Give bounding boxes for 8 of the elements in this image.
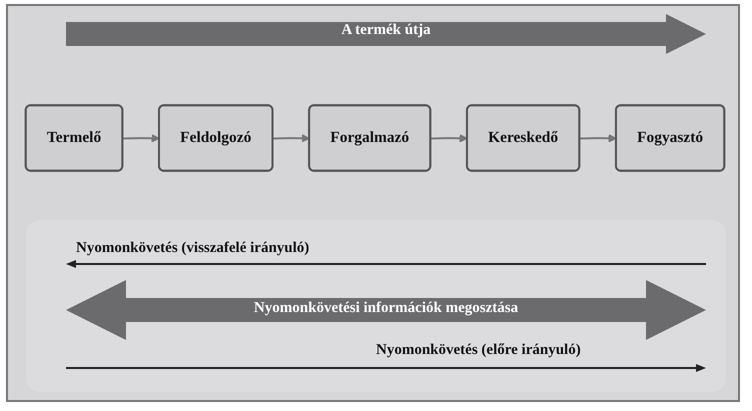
arrow-caption: Nyomonkövetés (előre irányuló) [376,342,581,359]
arrow [122,134,160,143]
arrow-label: A termék útja [341,22,431,39]
arrow [580,134,617,143]
arrow-label: Nyomonkövetési információk megosztása [254,300,518,317]
arrow [430,134,468,143]
arrow [272,134,310,143]
arrow-caption: Nyomonkövetés (visszafelé irányuló) [76,240,310,257]
